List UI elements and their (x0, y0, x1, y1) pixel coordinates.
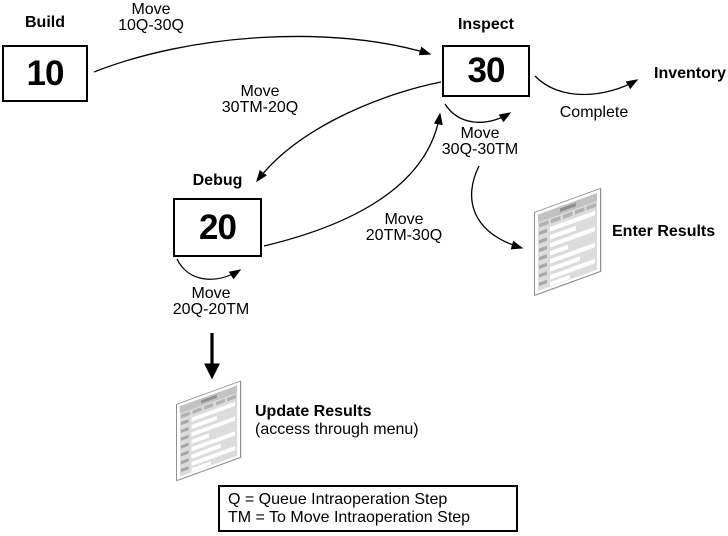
update-results-note: (access through menu) (255, 421, 419, 438)
legend-box: Q = Queue Intraoperation Step TM = To Mo… (218, 485, 518, 532)
update-results-label: Update Results (255, 403, 372, 420)
label-move-20tm-30q: Move 20TM-30Q (324, 212, 484, 244)
arrow-complete-to-inventory (534, 75, 639, 96)
arrow-move-30tm-20q (256, 81, 442, 183)
label-line: Move (460, 125, 500, 142)
arrow-move-20tm-30q (263, 112, 443, 247)
legend-line-tm: TM = To Move Intraoperation Step (228, 508, 471, 526)
node-inspect-title: Inspect (457, 16, 514, 33)
arrow-to-enter-results (471, 165, 524, 250)
label-line: 30TM-20Q (221, 99, 299, 116)
node-build-title: Build (25, 14, 65, 31)
node-debug-number: 20 (199, 207, 237, 247)
label-move-20q-20tm: Move 20Q-20TM (131, 286, 291, 318)
arrow-move-30q-30tm (444, 103, 512, 123)
label-line: Move (131, 1, 171, 18)
node-inspect-number: 30 (467, 51, 506, 90)
label-line: Move (240, 83, 280, 100)
label-line: Move (191, 285, 231, 302)
label-complete: Complete (559, 104, 629, 121)
label-line: Move (384, 211, 424, 228)
node-build-box: 10 (2, 45, 88, 102)
label-line: 20TM-30Q (365, 227, 443, 244)
node-build-number: 10 (26, 53, 65, 93)
label-line: 30Q-30TM (441, 141, 519, 158)
node-debug-title: Debug (192, 172, 243, 189)
label-move-30q-30tm: Move 30Q-30TM (400, 126, 560, 158)
arrow-move-20q-20tm (176, 258, 242, 280)
legend-line-q: Q = Queue Intraoperation Step (228, 490, 448, 508)
label-line: 10Q-30Q (118, 17, 184, 34)
arrow-move-10q-30q (93, 35, 432, 73)
update-results-block: Update Results (access through menu) (255, 403, 419, 439)
label-move-10q-30q: Move 10Q-30Q (71, 2, 231, 34)
update-results-form-icon (176, 380, 242, 483)
inventory-label: Inventory (654, 65, 727, 82)
node-inspect-box: 30 (442, 45, 530, 97)
label-line: 20Q-20TM (172, 301, 250, 318)
label-move-30tm-20q: Move 30TM-20Q (180, 84, 340, 116)
enter-results-label: Enter Results (612, 223, 716, 240)
enter-results-form-icon (534, 187, 602, 297)
node-debug-box: 20 (173, 198, 262, 257)
